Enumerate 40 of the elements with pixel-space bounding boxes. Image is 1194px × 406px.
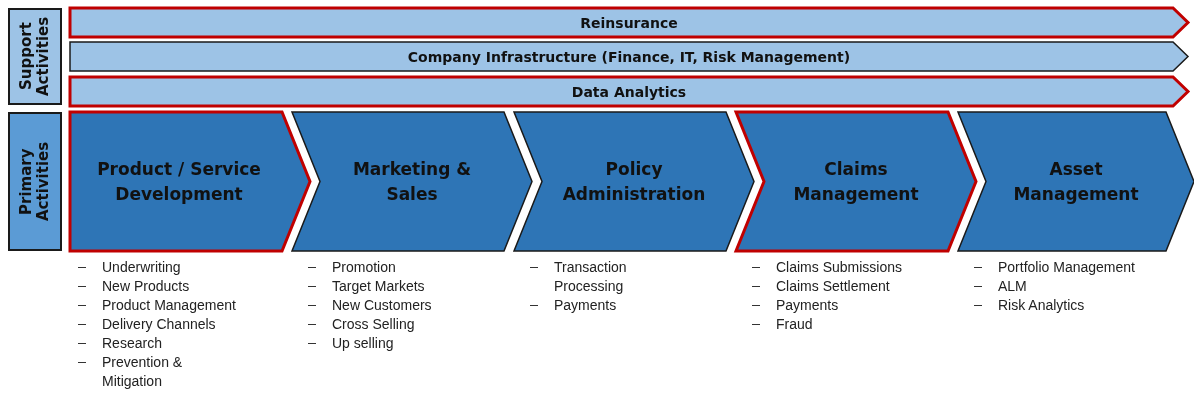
list-item: Target Markets: [300, 277, 475, 296]
activity-label: Company Infrastructure (Finance, IT, Risk Management): [407, 48, 851, 65]
list-item: Portfolio Management: [966, 258, 1141, 277]
activity-label: Claims Management: [792, 157, 920, 206]
primary-activity-step: [514, 112, 754, 251]
list-item: Claims Submissions: [744, 258, 919, 277]
activity-label: Data Analytics: [571, 83, 687, 100]
list-item: Payments: [522, 296, 697, 315]
activity-label: Policy Administration: [561, 157, 707, 206]
primary-activity-step: [70, 112, 310, 251]
list-item: Transaction Processing: [522, 258, 697, 296]
list-item: Promotion: [300, 258, 475, 277]
list-item: ALM: [966, 277, 1141, 296]
list-item: Payments: [744, 296, 919, 315]
support-activity-band: [70, 42, 1188, 71]
list-item: Up selling: [300, 334, 475, 353]
section-label-box: [8, 8, 62, 105]
list-item: Fraud: [744, 315, 919, 334]
section-label-box: [8, 112, 62, 251]
activity-label: Product / Service Development: [96, 157, 262, 206]
primary-activity-step: [292, 112, 532, 251]
list-item: New Customers: [300, 296, 475, 315]
section-label: Primary Activities: [17, 140, 53, 224]
support-activity-band: [70, 8, 1188, 37]
activity-label: Reinsurance: [580, 14, 678, 31]
list-item: Product Management: [70, 296, 245, 315]
activity-label: Marketing & Sales: [351, 157, 473, 206]
list-item: Delivery Channels: [70, 315, 245, 334]
list-item: Cross Selling: [300, 315, 475, 334]
list-item: Underwriting: [70, 258, 245, 277]
primary-activity-step: [958, 112, 1194, 251]
section-label: Support Activities: [17, 15, 53, 99]
list-item: Prevention & Mitigation: [70, 353, 245, 391]
list-item: Claims Settlement: [744, 277, 919, 296]
primary-activity-step: [736, 112, 976, 251]
activity-label: Asset Management: [1012, 157, 1140, 206]
support-activity-band: [70, 77, 1188, 106]
list-item: Risk Analytics: [966, 296, 1141, 315]
list-item: Research: [70, 334, 245, 353]
list-item: New Products: [70, 277, 245, 296]
